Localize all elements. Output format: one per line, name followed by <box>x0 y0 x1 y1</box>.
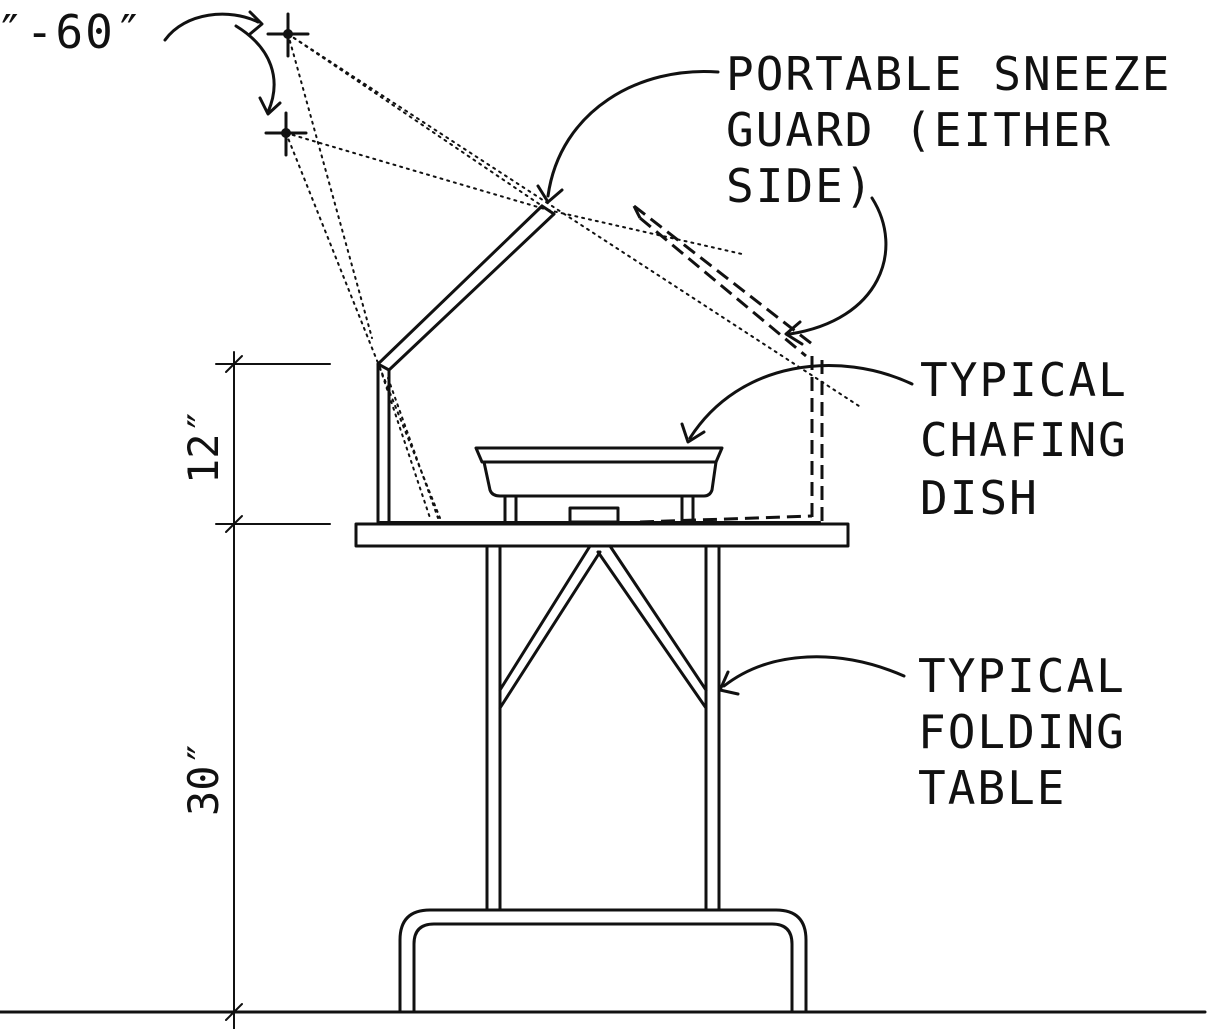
folding-table-label-line-2: FOLDING <box>918 705 1126 759</box>
dimension-30-inch: 30″ <box>179 740 228 816</box>
chafing-dish-label-line-1: TYPICAL <box>920 353 1128 407</box>
eye-height-label: ″-60″ <box>0 5 144 59</box>
sneeze-guard-label-line-3: SIDE) <box>726 159 874 213</box>
sneeze-guard-callout: PORTABLE SNEEZE GUARD (EITHER SIDE) <box>536 47 1171 346</box>
chafing-dish-label-line-3: DISH <box>920 471 1039 525</box>
folding-table <box>354 521 850 1014</box>
folding-table-label-line-1: TYPICAL <box>918 649 1126 703</box>
sneeze-guard-label-line-1: PORTABLE SNEEZE <box>726 47 1171 101</box>
chafing-dish-callout: TYPICAL CHAFING DISH <box>680 353 1128 525</box>
eye-height-arrow <box>163 12 260 42</box>
folding-table-label-line-3: TABLE <box>918 761 1066 815</box>
chafing-dish-label-line-2: CHAFING <box>920 413 1128 467</box>
sight-lines <box>285 33 863 519</box>
sneeze-guard-left <box>376 204 556 524</box>
eye-range-curve-arrow <box>234 24 276 114</box>
folding-table-callout: TYPICAL FOLDING TABLE <box>718 649 1126 815</box>
dimension-12-inch: 12″ <box>179 408 228 484</box>
sneeze-guard-label-line-2: GUARD (EITHER <box>726 103 1112 157</box>
table-top <box>354 522 850 548</box>
chafing-dish <box>474 446 724 524</box>
dimension-lines <box>215 351 331 1029</box>
